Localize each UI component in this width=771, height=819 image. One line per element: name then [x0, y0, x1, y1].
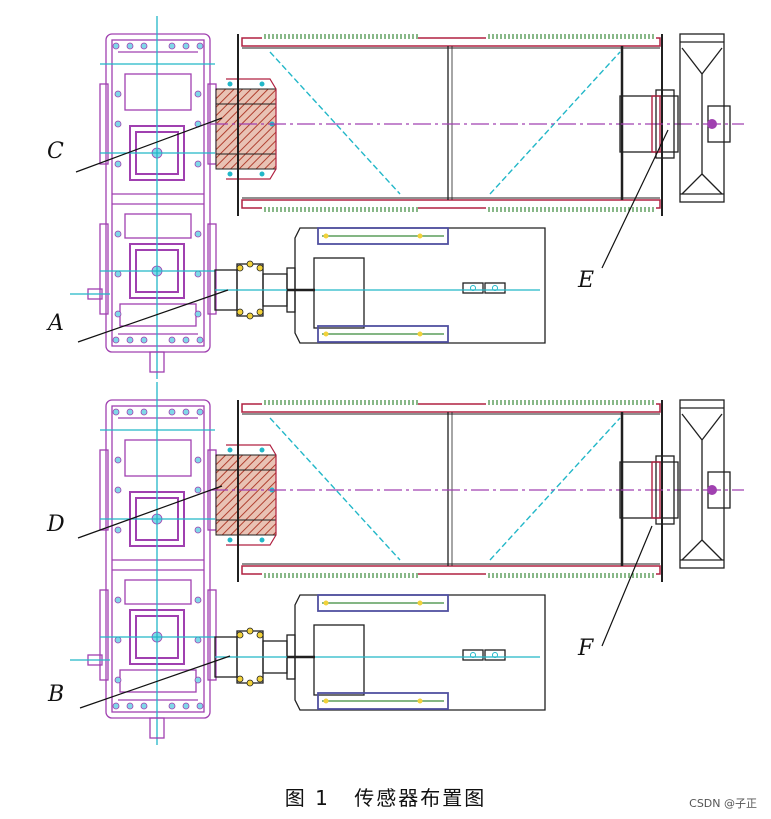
sensor-label-b: B	[48, 682, 65, 707]
figure-title: 传感器布置图	[354, 786, 487, 810]
sensor-label-a: A	[48, 311, 64, 336]
leader-line-e	[601, 129, 669, 269]
lower-assembly	[68, 380, 746, 747]
figure-number: 图 1	[284, 786, 330, 810]
leader-line-f	[601, 525, 653, 647]
sensor-label-d: D	[47, 512, 65, 537]
sensor-label-f: F	[578, 636, 594, 661]
sensor-label-e: E	[578, 268, 595, 293]
watermark: CSDN @子正	[689, 797, 757, 810]
leader-line-c	[75, 117, 223, 173]
figure-caption: 图 1 传感器布置图	[0, 782, 771, 811]
leader-lines	[75, 117, 669, 709]
upper-assembly	[68, 14, 746, 381]
leader-line-d	[77, 485, 223, 539]
sensor-label-c: C	[47, 139, 64, 164]
leader-line-a	[77, 289, 229, 343]
leader-line-b	[79, 655, 231, 709]
